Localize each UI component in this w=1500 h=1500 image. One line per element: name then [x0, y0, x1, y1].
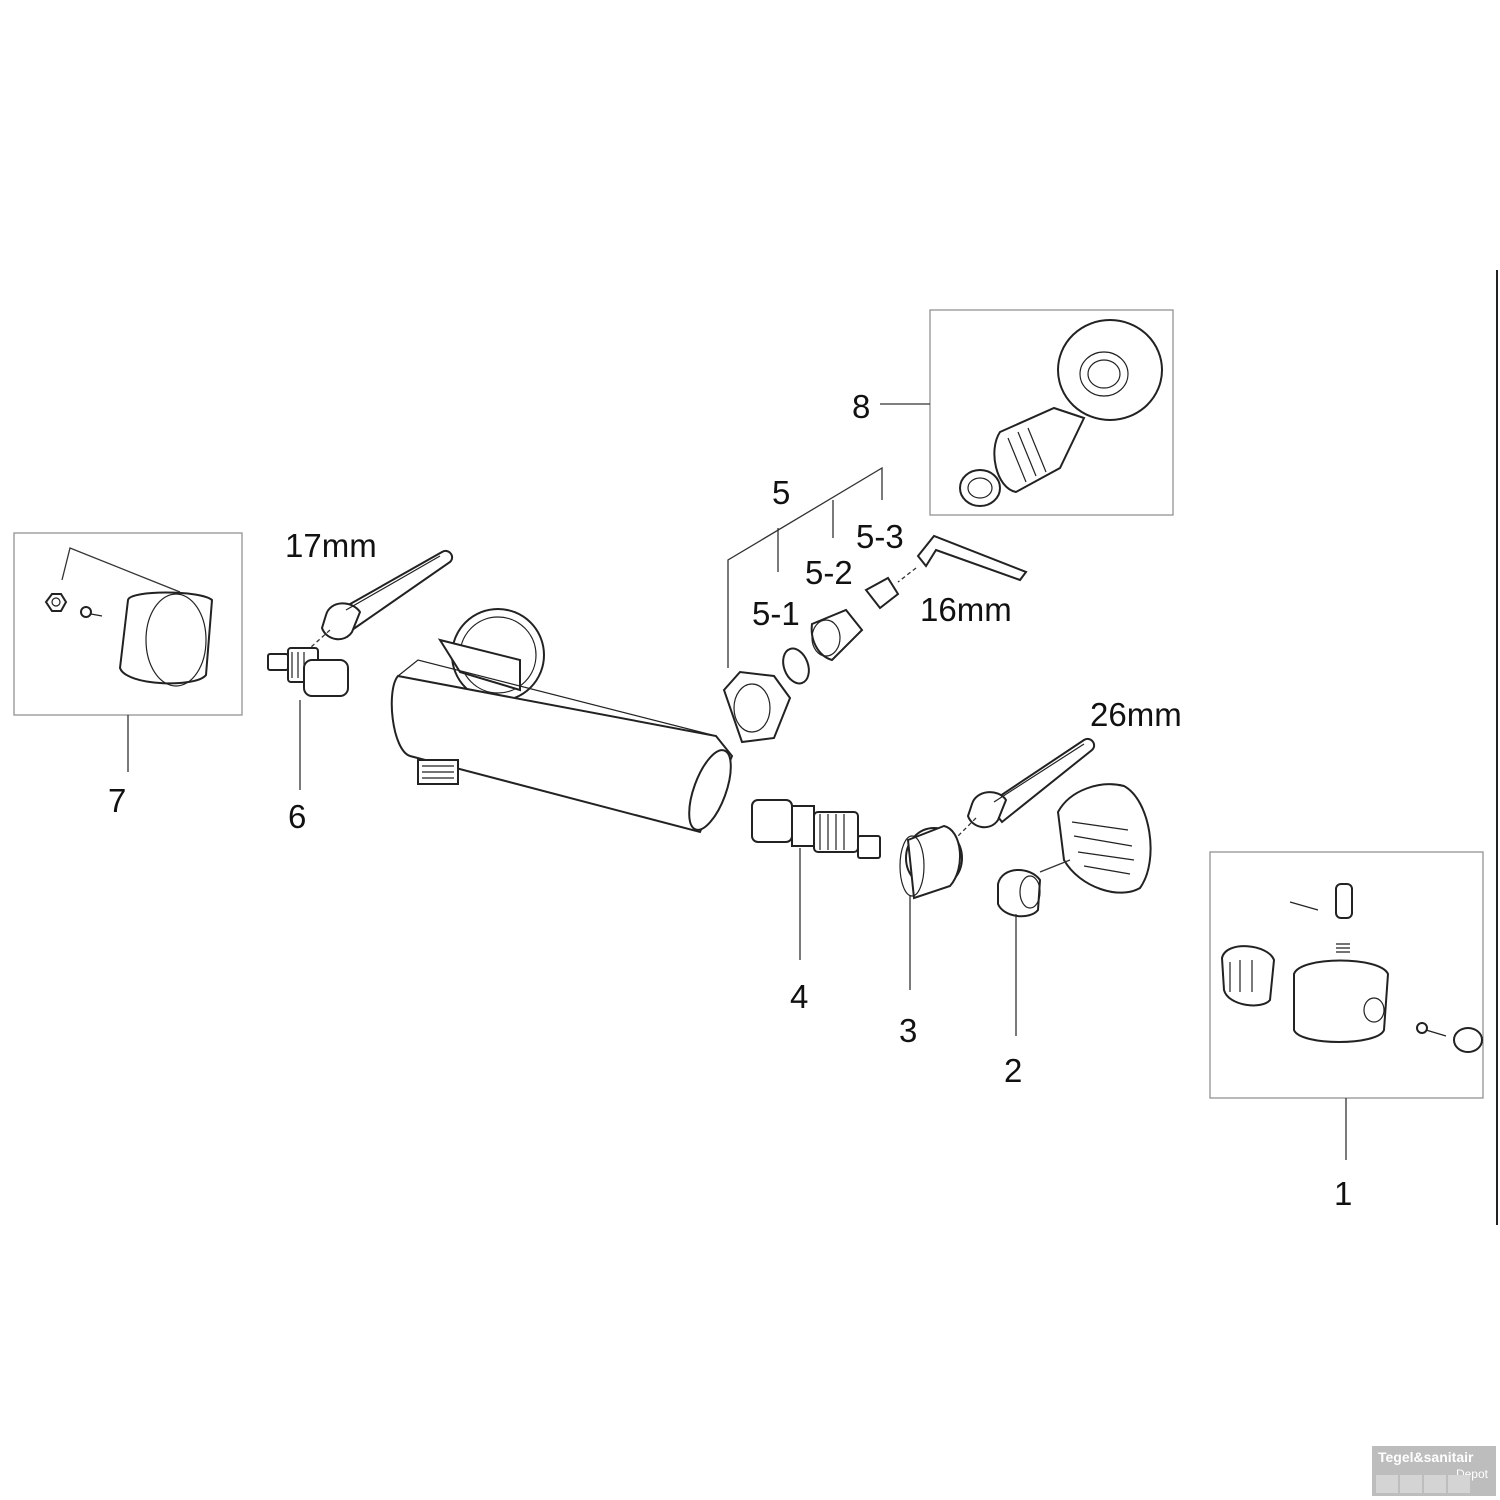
o-ring-part: [782, 647, 810, 685]
callout-label-5-2: 5-2: [805, 554, 853, 591]
cap-part-3: [899, 824, 963, 990]
hex-key-16mm-icon: [897, 534, 1028, 583]
connector-part: [810, 608, 864, 662]
small-screw-part: [1416, 1022, 1428, 1034]
check-valve-part: [864, 576, 900, 610]
callout-label-1: 1: [1334, 1175, 1352, 1212]
s-union-part: [993, 406, 1086, 494]
nut-part: [44, 593, 68, 612]
screw-part: [80, 606, 92, 618]
temperature-handle-part: [1293, 959, 1390, 1043]
callout-label-5-3: 5-3: [856, 518, 904, 555]
callout-label-5-1: 5-1: [752, 595, 800, 632]
handle-ring-part: [1056, 783, 1152, 894]
tool-size-wrench-left: 17mm: [285, 527, 377, 564]
detail-box-8: [880, 309, 1174, 516]
callout-label-6: 6: [288, 798, 306, 835]
callout-label-2: 2: [1004, 1052, 1022, 1089]
callout-label-7: 7: [108, 782, 126, 819]
thermostatic-cartridge-part-4: [751, 799, 881, 960]
tool-size-hex-key: 16mm: [920, 591, 1012, 628]
adapter-part: [1220, 945, 1276, 1007]
cover-cap-part: [1453, 1027, 1483, 1053]
callout-labels: 1 2 3 4 5 5-1 5-2 5-3 6 7 8 17mm 26mm 16…: [108, 388, 1352, 1212]
mixer-body: [390, 608, 734, 834]
handle-cap-part: [118, 591, 214, 685]
wrench-17mm-icon: [309, 550, 454, 649]
callout-label-4: 4: [790, 978, 808, 1015]
watermark-brand: Tegel&sanitair: [1378, 1449, 1474, 1465]
watermark-tiles: [1376, 1475, 1470, 1493]
callout-label-5: 5: [772, 474, 790, 511]
callout-label-3: 3: [899, 1012, 917, 1049]
rosette-part: [1057, 319, 1163, 421]
cartridge-part-6: [267, 647, 349, 790]
detail-box-1: [1209, 851, 1484, 1160]
filter-part: [959, 469, 1001, 507]
watermark-logo: Tegel&sanitair Depot: [1372, 1446, 1496, 1496]
callout-label-8: 8: [852, 388, 870, 425]
detail-box-7: [13, 532, 243, 772]
tool-size-wrench-right: 26mm: [1090, 696, 1182, 733]
part-group-5: [722, 466, 900, 744]
pin-part: [1335, 883, 1353, 919]
sleeve-part-2: [997, 783, 1152, 1036]
wrench-26mm-icon: [957, 738, 1096, 837]
